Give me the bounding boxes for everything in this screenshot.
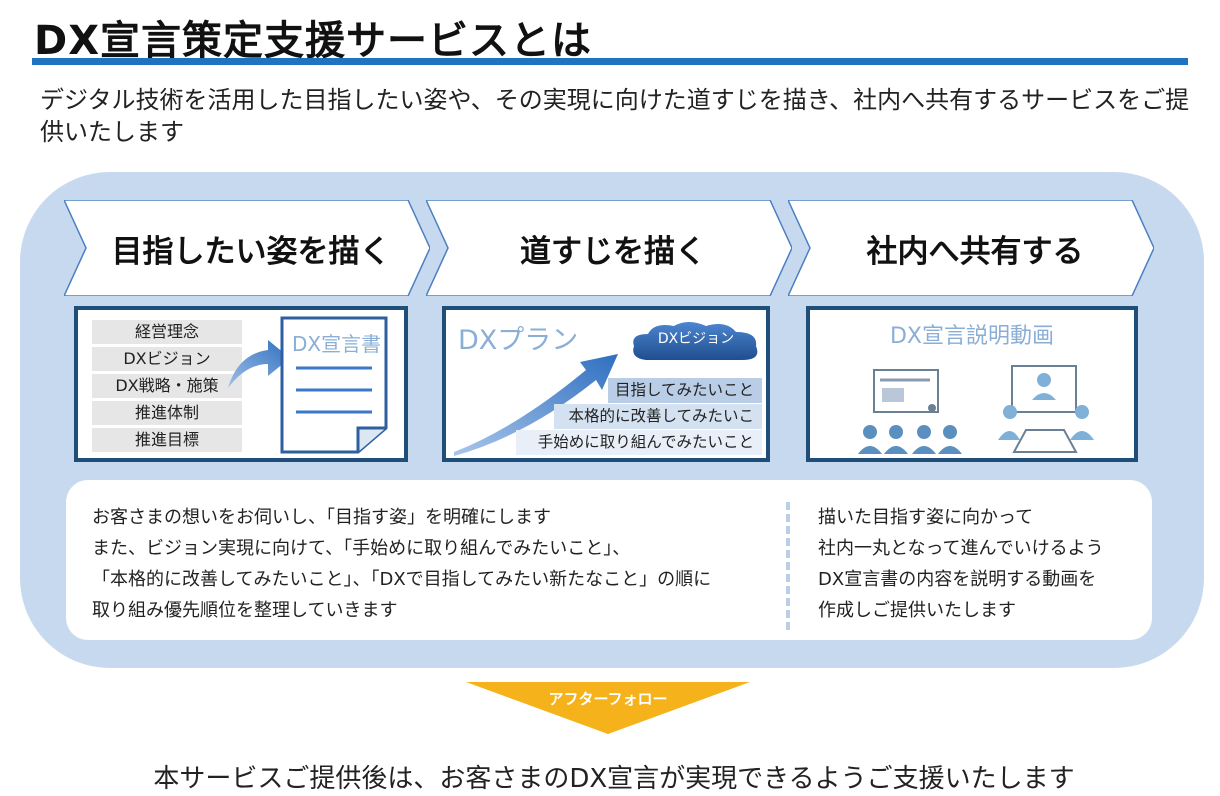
description-line: お客さまの想いをお伺いし、「目指す姿」を明確にします: [92, 507, 551, 528]
description-line: DX宣言書の内容を説明する動画を: [818, 569, 1097, 590]
description-line: 「本格的に改善してみたいこと」、「DXで目指してみたい新たなこと」の順に: [92, 569, 712, 590]
step-chevron-2: 道すじを描く: [426, 200, 792, 296]
dashed-divider: [786, 502, 790, 630]
description-line: また、ビジョン実現に向けて、「手始めに取り組んでみたいこと」、: [92, 538, 631, 559]
description-line: 作成しご提供いたします: [818, 600, 1016, 621]
down-arrow-icon: [466, 682, 750, 734]
meeting-illustration-icon: [858, 365, 1094, 454]
plan-item: 本格的に改善してみたいこと: [554, 404, 762, 450]
goal-item: DXビジョン: [92, 347, 242, 371]
step-chevron-3: 社内へ共有する: [788, 200, 1154, 296]
description-box: お客さまの想いをお伺いし、「目指す姿」を明確にします また、ビジョン実現に向けて…: [66, 480, 1152, 640]
cloud-label: DXビジョン: [657, 331, 735, 347]
goal-item: DX戦略・施策: [92, 374, 242, 398]
step-chevron-1: 目指したい姿を描く: [64, 200, 430, 296]
step-label: 道すじを描く: [520, 233, 706, 270]
footer-text: 本サービスご提供後は、お客さまのDX宣言が実現できるようご支援いたします: [153, 764, 1075, 794]
video-card: DX宣言説明動画: [806, 306, 1138, 462]
plan-card: DXプラン DXビジョン 目指してみたいこと 本格的に改善してみたいこと 手始め…: [442, 306, 770, 462]
goal-item: 推進体制: [92, 401, 242, 425]
title-underline: [32, 58, 1188, 65]
description-line: 描いた目指す姿に向かって: [818, 507, 1034, 528]
page-title: DX宣言策定支援サービスとは: [34, 18, 593, 64]
document-title: DX宣言書: [292, 332, 382, 356]
goal-item: 推進目標: [92, 428, 242, 452]
description-line: 社内一丸となって進んでいけるよう: [818, 538, 1104, 559]
growth-arrow-icon: [454, 354, 618, 456]
video-title: DX宣言説明動画: [889, 324, 1054, 349]
step-label: 目指したい姿を描く: [111, 233, 391, 270]
document-icon: [280, 316, 388, 454]
description-line: 取り組み優先順位を整理していきます: [92, 600, 398, 621]
cloud-icon: [633, 322, 758, 360]
step-label: 社内へ共有する: [866, 233, 1084, 270]
description-left: お客さまの想いをお伺いし、「目指す姿」を明確にします また、ビジョン実現に向けて…: [92, 502, 711, 626]
after-follow-arrow: アフターフォロー: [466, 682, 750, 734]
intro-text: デジタル技術を活用した目指したい姿や、その実現に向けた道すじを描き、社内へ共有す…: [40, 86, 1190, 146]
plan-item: 目指してみたいこと: [608, 378, 762, 403]
goal-item: 経営理念: [92, 320, 242, 344]
after-follow-label: アフターフォロー: [548, 690, 668, 708]
plan-title: DXプラン: [458, 325, 579, 356]
description-right: 描いた目指す姿に向かって 社内一丸となって進んでいけるよう DX宣言書の内容を説…: [818, 502, 1104, 626]
goal-card: 経営理念 DXビジョン DX戦略・施策 推進体制 推進目標 DX宣言書: [74, 306, 408, 462]
plan-item: 手始めに取り組んでみたいこと: [516, 430, 762, 455]
arrow-icon: [228, 340, 290, 388]
